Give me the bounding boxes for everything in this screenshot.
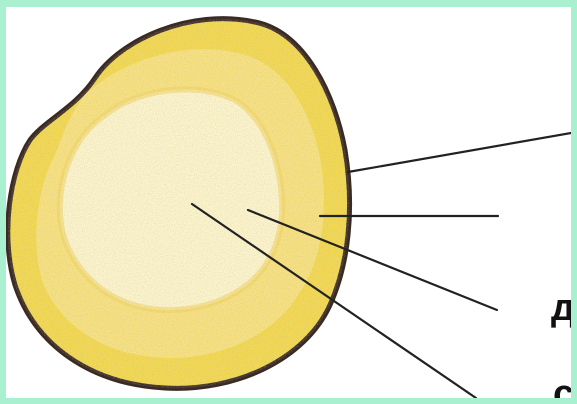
label-middle: д xyxy=(551,289,575,327)
texture-overlay xyxy=(8,19,350,389)
label-bottom: с xyxy=(553,375,574,404)
label-top: ч xyxy=(572,177,577,207)
pointer-line-top xyxy=(348,132,577,172)
